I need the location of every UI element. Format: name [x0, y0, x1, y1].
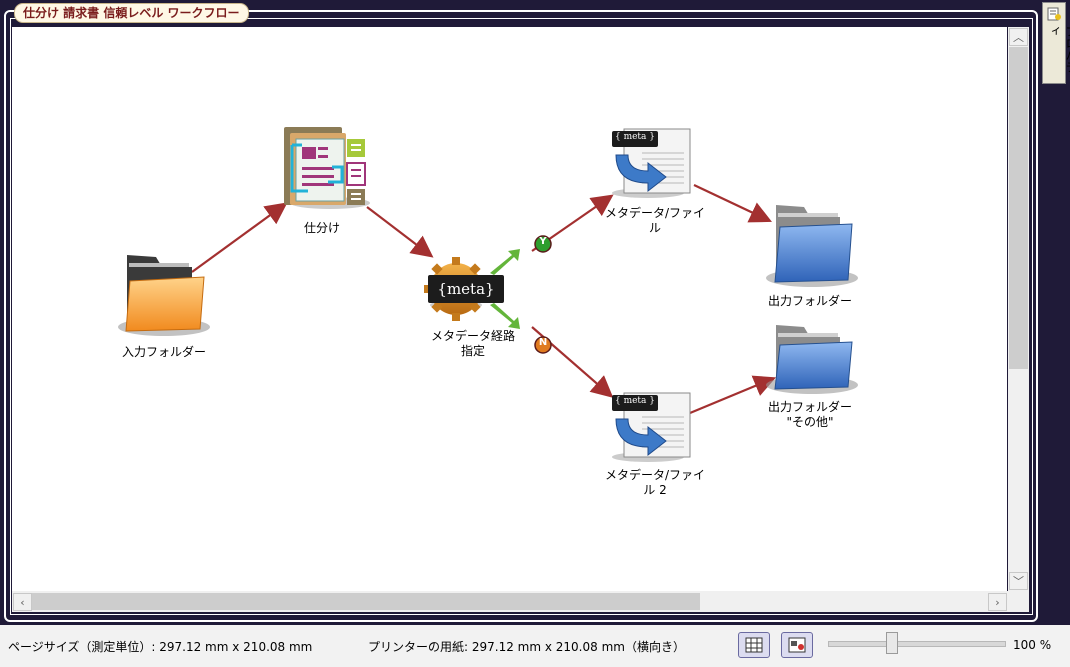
- connection-meta1-to-out1: [693, 184, 772, 223]
- sort-document-icon[interactable]: [284, 127, 370, 209]
- page-size-text: ページサイズ（測定単位）: 297.12 mm x 210.08 mm: [8, 640, 313, 654]
- no-badge: [534, 336, 552, 354]
- scroll-right-button[interactable]: ›: [988, 593, 1007, 611]
- yes-badge-label: Y: [539, 236, 547, 247]
- connection-input-to-sort: [191, 202, 288, 273]
- scroll-left-button[interactable]: ‹: [13, 593, 32, 611]
- zoom-level: 100 %: [1013, 638, 1052, 652]
- properties-tab[interactable]: プロパティ: [1042, 2, 1070, 84]
- output-folder-icon-1[interactable]: [766, 205, 858, 287]
- properties-tab-label: プロパティ: [1047, 25, 1070, 73]
- scroll-down-button[interactable]: ﹀: [1009, 572, 1028, 590]
- scroll-up-button[interactable]: ︿: [1009, 28, 1028, 46]
- workflow-canvas[interactable]: Y N {meta} { meta } { meta } 入力フォルダー 仕分け…: [12, 27, 1007, 591]
- workflow-frame-inner: [10, 18, 1033, 615]
- zoom-slider-track[interactable]: [828, 641, 1006, 647]
- vertical-scrollbar[interactable]: ︿ ﹀: [1008, 27, 1029, 591]
- vertical-scroll-thumb[interactable]: [1009, 47, 1028, 369]
- scroll-corner: [1008, 591, 1029, 612]
- sort-label: 仕分け: [303, 221, 340, 235]
- output-folder-2-label: 出力フォルダー "その他": [767, 400, 852, 429]
- no-badge-label: N: [538, 337, 548, 348]
- printer-paper-text: プリンターの用紙: 297.12 mm x 210.08 mm（横向き）: [368, 640, 685, 654]
- routing-gear-icon[interactable]: [424, 249, 520, 329]
- input-folder-icon[interactable]: [118, 255, 210, 336]
- meta-file-2-tag: { meta }: [614, 396, 656, 406]
- yes-badge: [534, 235, 552, 253]
- input-folder-label: 入力フォルダー: [121, 345, 206, 359]
- connection-sort-to-routing: [366, 206, 434, 258]
- status-bar: ページサイズ（測定単位）: 297.12 mm x 210.08 mm プリンタ…: [0, 625, 1070, 667]
- meta-file-1-label: メタデータ/ファイ ル: [604, 206, 706, 235]
- overview-icon: [788, 637, 806, 653]
- meta-file-icon-2[interactable]: [612, 392, 691, 462]
- meta-file-2-label: メタデータ/ファイ ル 2: [604, 468, 706, 497]
- properties-icon: [1047, 7, 1061, 21]
- connection-layer: [118, 127, 858, 462]
- grid-view-button[interactable]: [738, 632, 770, 658]
- zoom-slider-thumb[interactable]: [886, 632, 898, 654]
- connection-meta2-to-out2: [689, 375, 777, 415]
- grid-icon: [745, 637, 763, 653]
- horizontal-scroll-thumb[interactable]: [32, 593, 700, 610]
- workflow-frame: [4, 10, 1038, 622]
- meta-file-1-tag: { meta }: [614, 132, 656, 142]
- horizontal-scrollbar[interactable]: ‹ ›: [12, 591, 1008, 612]
- meta-file-icon-1[interactable]: [612, 128, 691, 198]
- overview-button[interactable]: [781, 632, 813, 658]
- workflow-title: 仕分け 請求書 信頼レベル ワークフロー: [14, 3, 249, 23]
- output-folder-icon-2[interactable]: [766, 325, 858, 394]
- routing-label: メタデータ経路 指定: [430, 329, 515, 358]
- output-folder-1-label: 出力フォルダー: [767, 294, 852, 308]
- routing-meta-text: {meta}: [437, 280, 495, 298]
